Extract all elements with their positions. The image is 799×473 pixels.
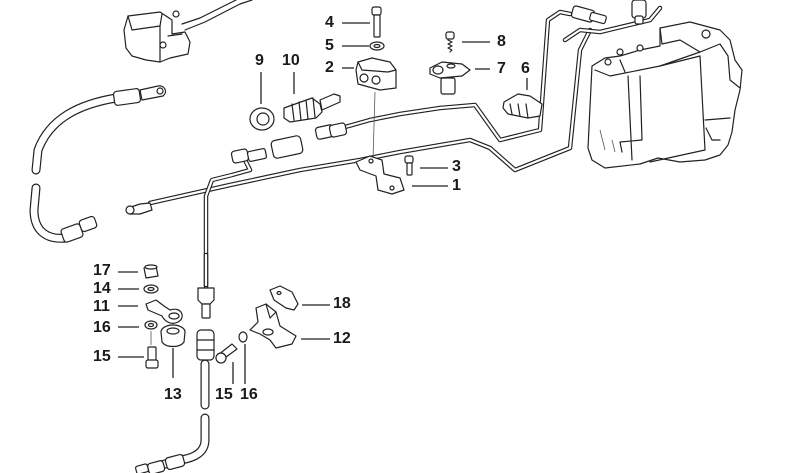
callout-7: 7 [497, 60, 506, 77]
callout-12: 12 [333, 330, 351, 347]
callout-13: 13 [164, 386, 182, 403]
callout-16-left: 16 [93, 319, 111, 336]
callout-9: 9 [255, 52, 264, 69]
part-9-grommet [249, 72, 275, 131]
part-3-bolt [404, 155, 448, 176]
callout-1: 1 [452, 177, 461, 194]
callout-5: 5 [325, 37, 334, 54]
callout-17: 17 [93, 262, 111, 279]
brake-pipes [147, 5, 663, 303]
vertical-pipe-and-hose [135, 252, 215, 473]
callout-11: 11 [93, 298, 110, 315]
pipe-fittings [125, 0, 647, 215]
valve-block-top-left [123, 0, 253, 63]
part-5-washer [342, 41, 385, 51]
part-12-bracket [249, 303, 330, 349]
callout-15-left: 15 [93, 348, 111, 365]
abs-hydraulic-unit [587, 21, 743, 169]
part-10-boot [283, 72, 341, 123]
part-7-pipe-holder [429, 61, 490, 95]
callout-15-right: 15 [215, 386, 233, 403]
callout-4: 4 [325, 14, 334, 31]
part-2-clamp-block [342, 57, 397, 161]
part-11-strap [118, 299, 183, 324]
callout-14: 14 [93, 280, 111, 297]
part-14-washer [118, 284, 159, 294]
part-18-clip [269, 285, 330, 311]
part-15-screw-left [118, 346, 159, 369]
callout-16-right: 16 [240, 386, 258, 403]
callout-18: 18 [333, 295, 351, 312]
part-13-rubber-mount [160, 324, 186, 378]
callout-10: 10 [282, 52, 300, 69]
part-8-screw [445, 31, 490, 53]
part-1-bracket [355, 155, 448, 195]
part-4-screw [342, 6, 382, 38]
callout-3: 3 [452, 158, 461, 175]
part-16-washer-left [118, 320, 158, 345]
part-16-washer-right [238, 331, 248, 384]
callout-2: 2 [325, 59, 334, 76]
part-6-pipe-clip [502, 78, 543, 119]
part-15-screw-right [215, 343, 238, 384]
left-flex-hose [29, 85, 167, 243]
part-17-nut [118, 264, 159, 279]
callout-6: 6 [521, 60, 530, 77]
callout-8: 8 [497, 33, 506, 50]
